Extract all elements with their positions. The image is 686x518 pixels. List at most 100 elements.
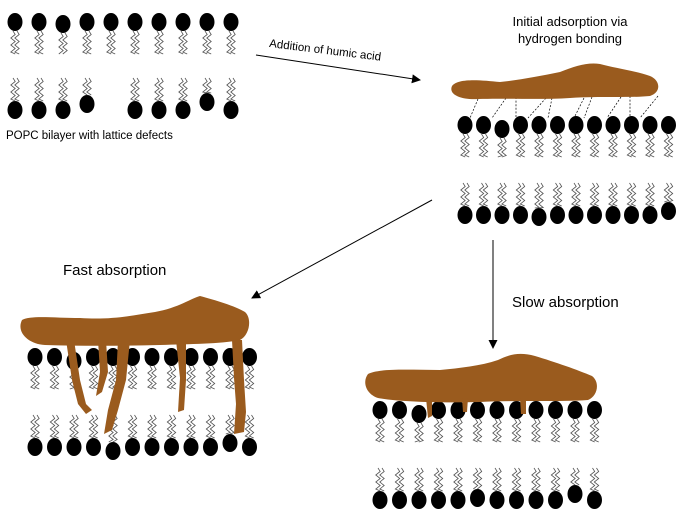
- lipid-tail: [207, 78, 211, 93]
- lipid-tail: [11, 78, 15, 101]
- lipid-head: [28, 348, 43, 366]
- popc-bilayer-slow: [373, 401, 603, 509]
- lipid-tail: [131, 78, 135, 101]
- humic-acid-layer-fast: [20, 296, 249, 346]
- lipid-head: [203, 438, 218, 456]
- lipid-tail: [11, 31, 15, 54]
- lipid-tail: [395, 419, 399, 442]
- lipid-head: [106, 442, 121, 460]
- lipid-tail: [590, 468, 594, 491]
- lipid-head: [164, 438, 179, 456]
- lipid-head: [392, 401, 407, 419]
- lipid-head: [495, 120, 510, 138]
- lipid-tail: [590, 419, 594, 442]
- lipid-head: [47, 348, 62, 366]
- lipid-tail: [551, 468, 555, 491]
- lipid-tail: [206, 366, 210, 389]
- lipid-head: [624, 116, 639, 134]
- lipid-tail: [245, 415, 249, 438]
- lipid-tail: [376, 419, 380, 442]
- lipid-tail: [89, 366, 93, 389]
- lipid-head: [643, 206, 658, 224]
- lipid-tail: [590, 134, 594, 157]
- lipid-tail: [512, 419, 516, 442]
- lipid-head: [476, 116, 491, 134]
- lipid-tail: [473, 468, 477, 489]
- lipid-tail: [571, 419, 575, 442]
- lipid-head: [587, 491, 602, 509]
- humic-acid-layer-adsorbed: [451, 63, 658, 99]
- lipid-head: [80, 95, 95, 113]
- lipid-tail: [454, 419, 458, 442]
- lipid-head: [569, 116, 584, 134]
- lipid-head: [152, 101, 167, 119]
- lipid-tail: [609, 183, 613, 206]
- lipid-head: [242, 438, 257, 456]
- lipid-head: [476, 206, 491, 224]
- lipid-tail: [668, 183, 672, 202]
- lipid-tail: [167, 366, 171, 389]
- lipid-tail: [167, 415, 171, 438]
- lipid-head: [223, 434, 238, 452]
- lipid-tail: [646, 183, 650, 206]
- lipid-tail: [512, 468, 516, 491]
- lipid-tail: [572, 183, 576, 206]
- lipid-head: [550, 116, 565, 134]
- lipid-head: [8, 101, 23, 119]
- lipid-head: [200, 13, 215, 31]
- lipid-head: [373, 491, 388, 509]
- lipid-tail: [454, 468, 458, 491]
- lipid-tail: [646, 134, 650, 157]
- lipid-head: [152, 13, 167, 31]
- lipid-head: [458, 206, 473, 224]
- lipid-tail: [532, 468, 536, 491]
- initial-adsorption-label: Initial adsorption via hydrogen bonding: [500, 13, 640, 47]
- lipid-tail: [571, 468, 575, 485]
- lipid-head: [32, 101, 47, 119]
- lipid-head: [176, 13, 191, 31]
- hydrogen-bond: [492, 98, 506, 118]
- lipid-tail: [664, 134, 668, 157]
- lipid-tail: [109, 366, 113, 389]
- lipid-tail: [516, 134, 520, 157]
- lipid-head: [490, 401, 505, 419]
- hydrogen-bond: [607, 97, 621, 118]
- lipid-head: [529, 401, 544, 419]
- hydrogen-bond: [574, 98, 584, 118]
- lipid-head: [548, 491, 563, 509]
- hydrogen-bond: [584, 97, 592, 118]
- lipid-head: [80, 13, 95, 31]
- lipid-tail: [516, 183, 520, 206]
- lipid-tail: [493, 468, 497, 491]
- lipid-tail: [59, 78, 63, 101]
- lipid-head: [568, 401, 583, 419]
- bilayer-caption: POPC bilayer with lattice defects: [6, 130, 173, 142]
- lipid-head: [128, 13, 143, 31]
- lipid-tail: [609, 134, 613, 157]
- slow-absorption-label: Slow absorption: [512, 294, 619, 311]
- lipid-tail: [461, 134, 465, 157]
- lipid-tail: [31, 415, 35, 438]
- lipid-tail: [434, 468, 438, 491]
- lipid-tail: [575, 468, 579, 485]
- lipid-head: [587, 206, 602, 224]
- lipid-head: [451, 491, 466, 509]
- lipid-tail: [50, 415, 54, 438]
- lipid-tail: [148, 415, 152, 438]
- lipid-head: [587, 401, 602, 419]
- lipid-tail: [50, 366, 54, 389]
- lipid-tail: [203, 78, 207, 93]
- lipid-tail: [627, 134, 631, 157]
- lipid-tail: [35, 31, 39, 54]
- lipid-tail: [479, 183, 483, 206]
- lipid-tail: [83, 78, 87, 95]
- lipid-head: [56, 15, 71, 33]
- lipid-head: [145, 438, 160, 456]
- arrow-fast: [252, 200, 432, 298]
- hydrogen-bond: [640, 96, 658, 118]
- lipid-head: [569, 206, 584, 224]
- arrow-addition: [256, 55, 420, 80]
- lipid-tail: [532, 419, 536, 442]
- lipid-tail: [551, 419, 555, 442]
- lipid-head: [32, 13, 47, 31]
